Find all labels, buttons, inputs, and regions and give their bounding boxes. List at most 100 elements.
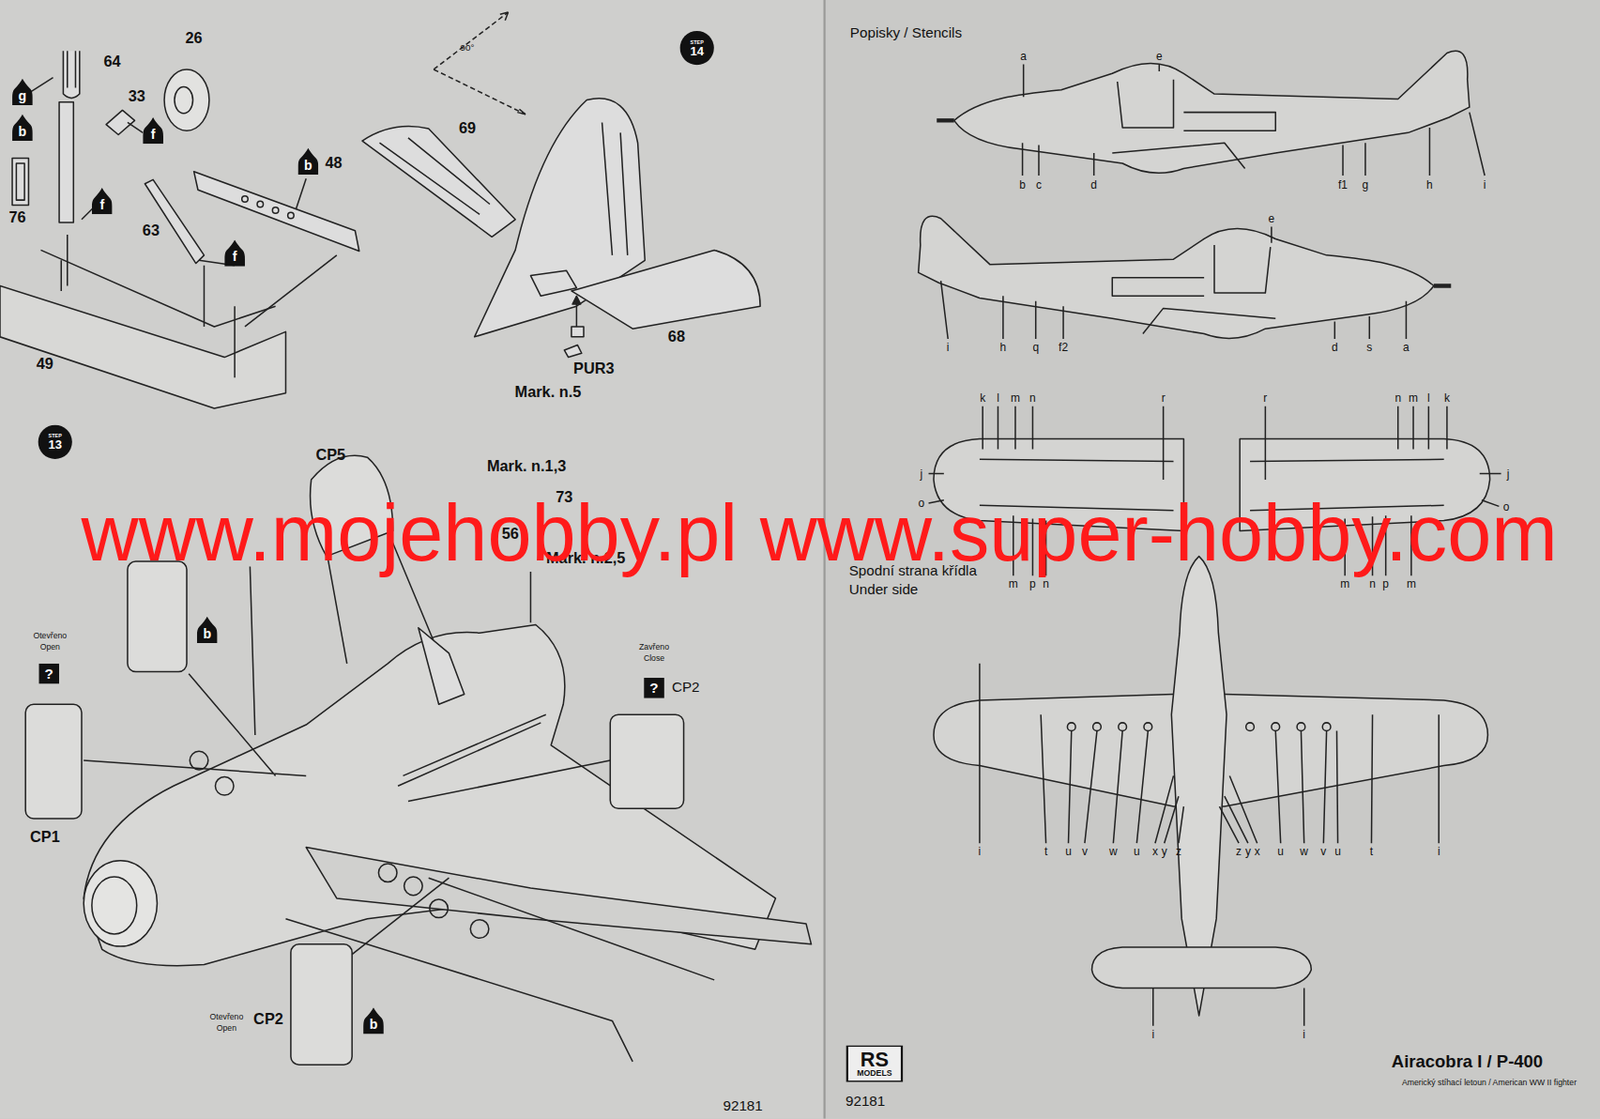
brand-logo: RSMODELS [845, 1044, 903, 1082]
callout-label: PUR3 [573, 360, 615, 378]
callout-label: 90° [460, 44, 475, 55]
stencil-letter: h [1426, 178, 1433, 191]
node-text: MODELS [856, 1069, 892, 1079]
stencil-letter: l [1427, 392, 1431, 405]
stencil-letter: d [1331, 340, 1339, 353]
stencil-letter: p [1382, 577, 1389, 590]
callout-label: Close [643, 654, 665, 664]
stencil-letter: m [1010, 392, 1021, 405]
node-text: ? [45, 666, 54, 681]
stencil-letter: j [920, 467, 924, 480]
stencil-letter: i [946, 340, 950, 353]
stencil-letter: v [1320, 844, 1326, 857]
stencil-letter: t [1044, 844, 1048, 857]
kit-subtitle: Americký stíhací letoun / American WW II… [1401, 1078, 1577, 1088]
node-text: b [304, 158, 313, 172]
stencil-letter: l [996, 392, 1000, 405]
paint-marker: b [298, 148, 320, 175]
stencil-letter: n [1369, 577, 1376, 590]
step-badge: STEP14 [679, 30, 715, 66]
stencil-letter: f2 [1058, 340, 1068, 353]
stencil-letter: m [1408, 392, 1418, 405]
stencil-letter: i [1483, 178, 1487, 191]
callout-label: 64 [104, 52, 122, 70]
paint-marker: f [142, 117, 164, 144]
stencil-letter: y [1245, 844, 1251, 857]
stencil-letter: f1 [1338, 178, 1348, 191]
stencil-letter: d [1090, 178, 1098, 191]
callout-label: 69 [458, 120, 476, 138]
node-text: f [232, 249, 238, 263]
callout-label: Under side [849, 581, 919, 598]
node-text: RS [860, 1049, 889, 1070]
paint-marker: b [197, 616, 218, 643]
stencil-letter: e [1156, 49, 1163, 62]
callout-label: 76 [8, 209, 26, 227]
callout-label: CP2 [671, 680, 701, 697]
callout-label: Otevřeno [210, 1012, 244, 1022]
node-text: g [18, 89, 28, 103]
paint-marker: f [91, 187, 113, 214]
stencil-letter: u [1133, 844, 1141, 857]
stencil-letter: m [1008, 577, 1019, 590]
stencil-letter: c [1036, 178, 1042, 191]
callout-label: 49 [36, 354, 54, 372]
stencil-letter: k [1444, 392, 1450, 405]
callout-label: Otevřeno [32, 631, 67, 641]
stencil-letter: q [1032, 340, 1039, 353]
stencil-letter: u [1334, 844, 1341, 857]
callout-label: 68 [668, 328, 686, 346]
stencil-letter: z [1175, 844, 1182, 857]
callout-label: Open [216, 1023, 237, 1034]
node-text: f [151, 127, 156, 141]
callout-label: Open [40, 642, 61, 653]
stencil-letter: x [1254, 844, 1261, 857]
callout-label: CP5 [315, 446, 346, 464]
callout-label: 33 [128, 87, 146, 105]
paint-marker: g [12, 78, 33, 106]
stencil-letter: a [1402, 340, 1410, 353]
stencil-letter: u [1277, 844, 1284, 857]
stencil-letter: m [1340, 577, 1350, 590]
stencil-letter: a [1020, 49, 1027, 62]
callout-label: Zavřeno [639, 642, 670, 653]
node-text: b [18, 124, 28, 138]
option-marker: ? [38, 663, 60, 685]
callout-label: 26 [185, 29, 203, 46]
paint-marker: b [12, 114, 33, 141]
node-text: f [99, 198, 105, 212]
callout-label: Mark. n.1,3 [487, 457, 566, 475]
stencil-letter: n [1029, 392, 1037, 405]
stencil-letter: i [1151, 1027, 1155, 1040]
paint-marker: b [363, 1006, 384, 1034]
stencil-letter: z [1235, 844, 1242, 857]
stencil-letter: p [1029, 577, 1037, 590]
stencil-letter: j [1507, 467, 1510, 480]
stencil-letter: r [1263, 392, 1267, 405]
node-text: 14 [689, 44, 704, 57]
stencil-letter: i [1437, 844, 1441, 857]
stencil-letter: w [1109, 844, 1118, 857]
stencil-letter: x [1152, 844, 1159, 857]
callout-label: 48 [325, 154, 343, 172]
option-marker: ? [643, 677, 665, 699]
step-badge: STEP13 [37, 424, 73, 459]
callout-label: Popisky / Stencils [850, 26, 962, 43]
stencil-letter: k [979, 392, 986, 405]
node-text: 13 [47, 438, 62, 451]
stencil-letter: h [1000, 340, 1007, 353]
callout-label: CP1 [30, 828, 61, 846]
stencil-letter: g [1362, 178, 1370, 191]
callout-label: 92181 [722, 1097, 762, 1114]
node-text: b [369, 1017, 379, 1031]
stencil-letter: v [1081, 844, 1088, 857]
callout-label: 92181 [845, 1093, 885, 1110]
callout-label: 63 [142, 222, 160, 240]
callout-label: Mark. n.5 [515, 383, 582, 401]
stencil-letter: m [1406, 577, 1417, 590]
kit-title: Airacobra I / P-400 [1391, 1052, 1543, 1072]
stencil-letter: n [1394, 392, 1402, 405]
stencil-letter: s [1366, 340, 1372, 353]
stencil-letter: b [1019, 178, 1026, 191]
callout-label: CP2 [253, 1009, 284, 1027]
